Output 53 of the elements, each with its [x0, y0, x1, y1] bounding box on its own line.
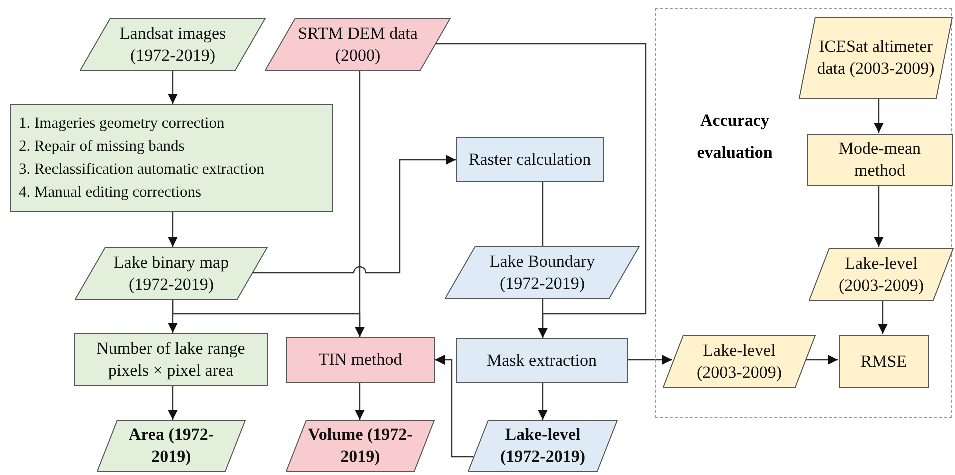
arrow: [538, 299, 548, 338]
arrow: [874, 98, 884, 133]
node-text: Lake binary map (1972-2019): [112, 252, 230, 296]
data-parallelogram: [80, 18, 266, 71]
node-text: Number of lake range pixels × pixel area: [96, 338, 246, 382]
node-text: 2. Repair of missing bands: [19, 137, 185, 157]
data-parallelogram: [97, 420, 246, 472]
node-text: 3. Reclassification automatic extraction: [19, 160, 264, 180]
node-text: Mode-mean method: [838, 138, 922, 182]
arrow: [628, 355, 672, 365]
data-parallelogram: [809, 248, 954, 301]
node-text: Raster calculation: [468, 148, 592, 170]
node-text: Lake-level (2003-2009): [838, 252, 925, 296]
arrow: [435, 355, 474, 458]
process-box: [74, 333, 268, 386]
process-box: [839, 335, 929, 388]
process-box: [807, 134, 953, 186]
node-text: Lake Boundary (1972-2019): [488, 250, 596, 294]
node-text: Volume (1972-2019): [307, 424, 414, 468]
node-text: TIN method: [318, 349, 402, 371]
data-parallelogram: [799, 17, 953, 99]
data-parallelogram: [663, 335, 816, 388]
arrow: [355, 71, 365, 337]
node-text: Lake-level (1972-2019): [500, 424, 586, 468]
node-text: Lake-level (2003-2009): [696, 340, 783, 384]
data-parallelogram: [286, 420, 435, 472]
arrow: [168, 71, 178, 104]
data-parallelogram: [75, 247, 268, 300]
arrow: [538, 383, 548, 420]
arrow: [168, 212, 178, 247]
group-title: Accuracy evaluation: [696, 110, 774, 164]
node-text: 1. Imageries geometry correction: [19, 114, 225, 134]
process-box: [10, 104, 333, 212]
arrow: [355, 383, 365, 420]
data-parallelogram: [445, 246, 640, 299]
arrow: [805, 355, 838, 365]
data-parallelogram: [265, 18, 451, 71]
node-text: 4. Manual editing corrections: [19, 183, 202, 203]
process-box: [286, 337, 435, 383]
node-text: ICESat altimeter data (2003-2009): [816, 36, 936, 80]
arrow: [168, 386, 178, 420]
data-parallelogram: [468, 420, 618, 472]
dashed-group-frame: [655, 8, 952, 418]
node-text: Mask extraction: [487, 350, 597, 372]
process-box: [456, 137, 604, 182]
arrow: [253, 155, 456, 274]
node-text: RMSE: [860, 350, 908, 372]
node-text: Landsat images (1972-2019): [118, 22, 228, 66]
node-text: SRTM DEM data (2000): [297, 22, 419, 66]
arrow: [874, 185, 884, 247]
node-text: Area (1972-2019): [128, 424, 216, 468]
process-box: [456, 338, 628, 383]
arrow: [878, 300, 888, 334]
